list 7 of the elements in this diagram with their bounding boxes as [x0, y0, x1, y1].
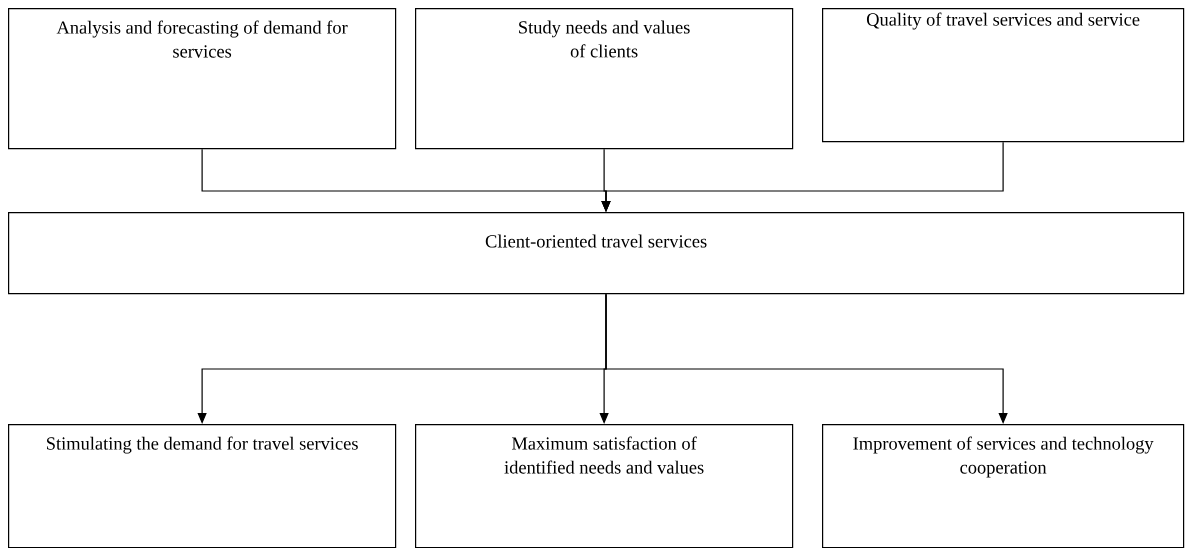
process-box: Stimulating the demand for travel services	[8, 424, 397, 548]
process-box: Improvement of services and technology cooperation	[822, 424, 1185, 548]
process-box: Client-oriented travel services	[8, 212, 1185, 295]
process-box: Analysis and forecasting of demand for services	[8, 8, 397, 150]
process-box: Quality of travel services and service	[822, 8, 1185, 143]
process-box: Maximum satisfaction of identified needs and values	[415, 424, 794, 548]
process-box: Study needs and values of clients	[415, 8, 794, 150]
